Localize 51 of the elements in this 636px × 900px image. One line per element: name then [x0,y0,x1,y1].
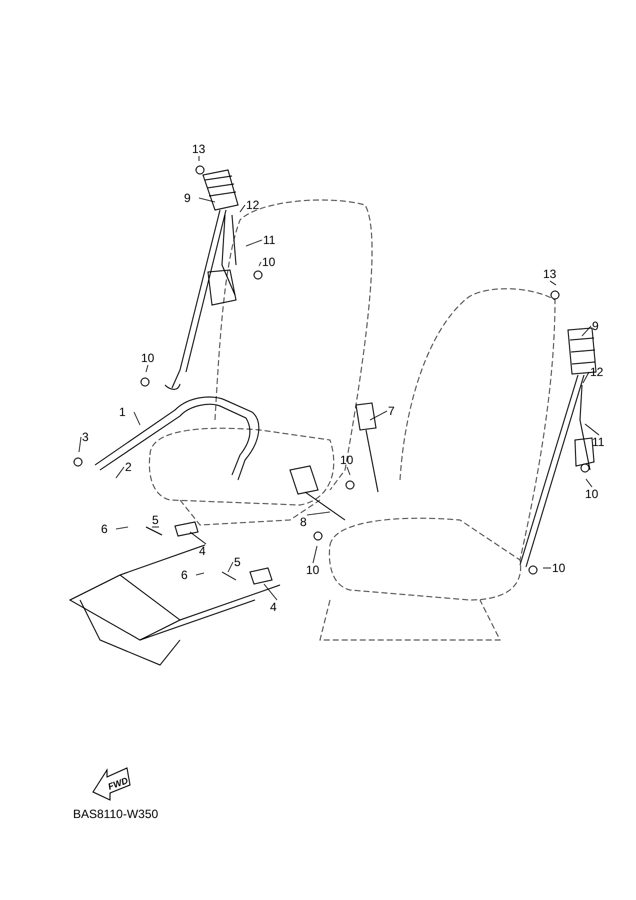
leader-line [584,424,600,436]
callout-number: 11 [592,436,604,448]
callout-number: 10 [340,454,354,466]
leader-line [582,372,590,384]
callout-number: 10 [552,562,566,574]
leader-line [306,512,330,516]
leader-line [152,526,160,528]
callout-number: 8 [300,516,307,528]
leader-line [346,466,350,476]
leader-line [196,572,204,576]
leader-line [550,280,556,286]
leader-line [240,204,246,212]
callout-number: 10 [262,256,276,268]
direction-arrow: FWD [92,767,131,801]
callout-number: 6 [101,523,108,535]
callout-number: 9 [592,320,599,332]
leader-line [258,262,262,266]
callout-number: 13 [192,143,206,155]
callout-number: 10 [585,488,598,500]
callout-number: 1 [119,406,126,418]
leader-line [312,546,318,564]
callout-number: 10 [306,564,320,576]
leader-line [586,478,592,488]
callout-number: 12 [590,366,604,378]
callout-number: 2 [125,461,132,473]
callout-number: 9 [184,192,191,204]
leader-line [134,412,140,426]
leader-line [116,466,124,478]
callout-number: 5 [234,556,241,568]
leader-line [370,410,388,420]
leader-line [198,156,200,162]
callout-number: 13 [543,268,556,280]
callout-number: 11 [263,234,276,246]
callout-number: 12 [246,199,260,211]
callout-number: 4 [270,601,277,613]
leader-line [582,326,592,336]
leader-line [190,532,206,544]
leader-line [198,198,216,202]
leader-line [116,526,128,530]
leader-line [228,562,234,572]
drawing-code: BAS8110-W350 [73,807,158,821]
leader-line [146,364,148,372]
leader-line [246,240,262,246]
leader-line [78,436,82,452]
callout-number: 6 [181,569,188,581]
callout-number: 5 [152,514,159,526]
callout-number: 7 [388,405,395,417]
callout-number: 4 [199,545,206,557]
leader-line [264,584,278,600]
callout-number: 3 [82,431,89,443]
callout-number: 10 [141,352,154,364]
